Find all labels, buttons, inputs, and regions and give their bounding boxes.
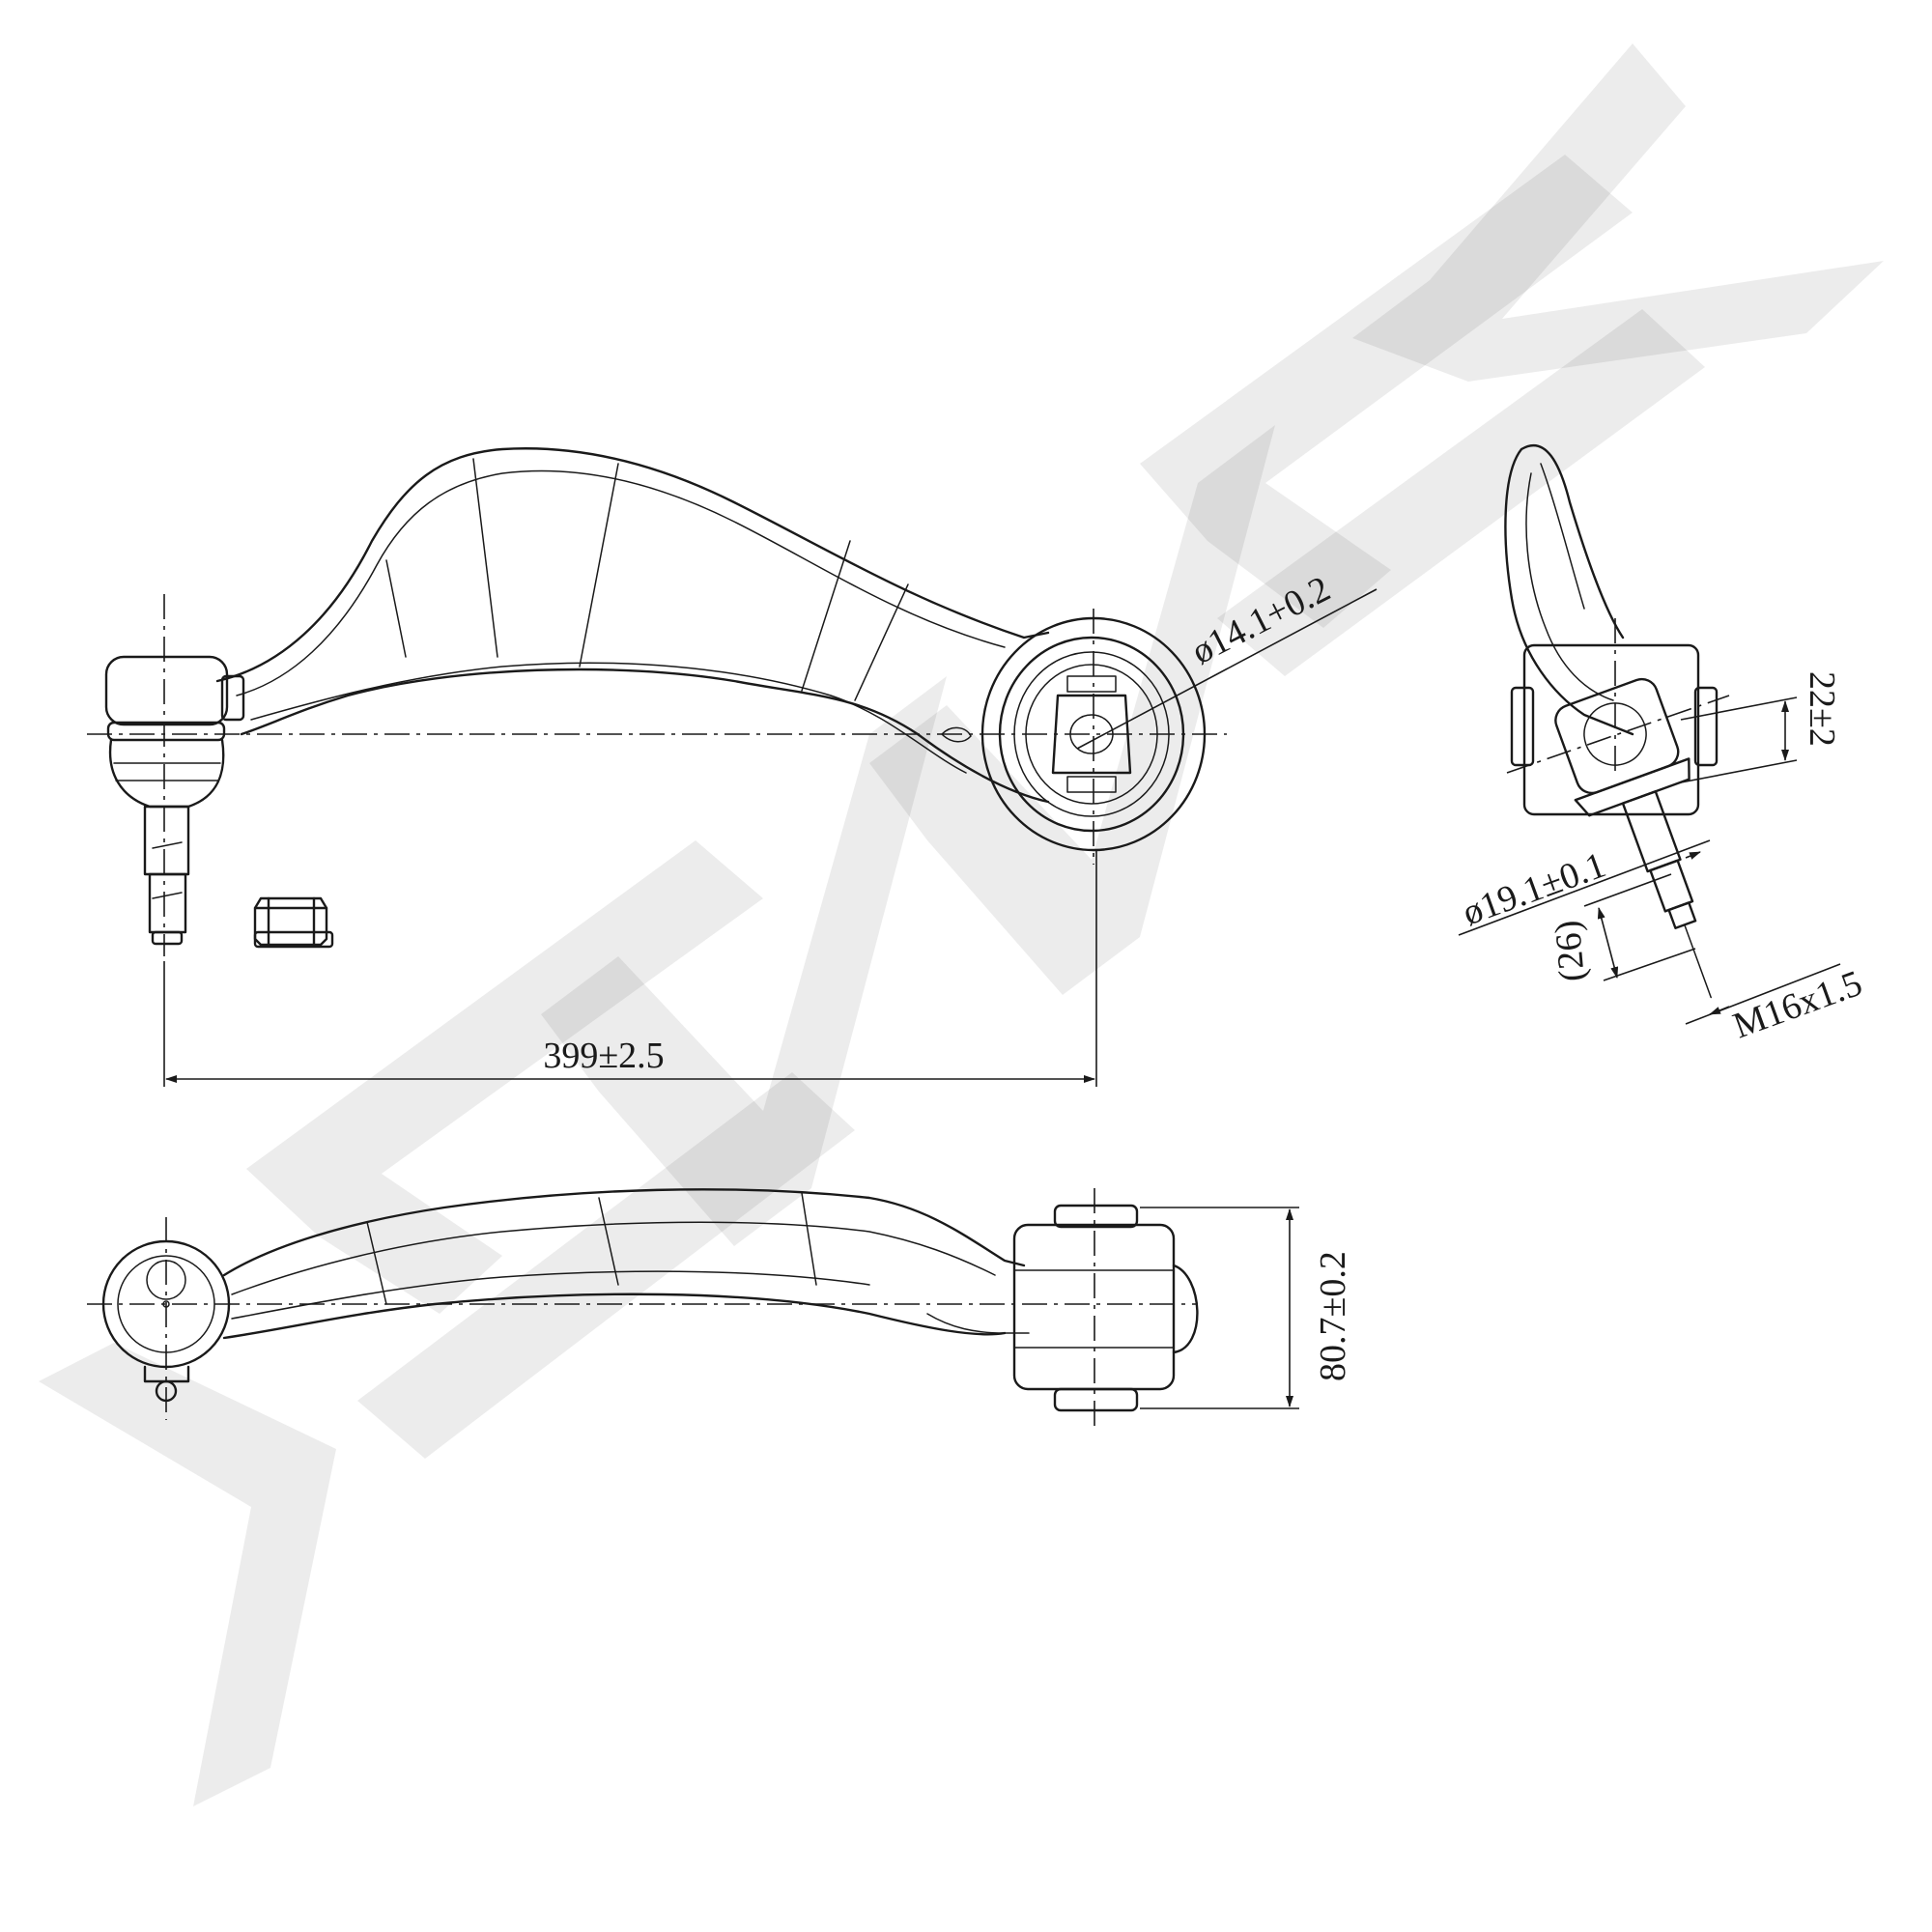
arm-top-outline (215, 447, 1050, 804)
top-view (87, 447, 1227, 956)
end-view-dimensions: 22±2 ø19.1±0.1 (26) M16x1.5 (1458, 671, 1867, 1046)
dim-thread-spec: M16x1.5 (1728, 963, 1867, 1047)
ball-joint-end (1554, 677, 1712, 999)
arm-end-outline (1504, 443, 1634, 736)
side-view (87, 1188, 1199, 1430)
dim-bushing-width: 80.7±0.2 (1313, 1251, 1353, 1381)
ball-joint-top (104, 655, 245, 946)
dim-overall-length: 399±2.5 (543, 1036, 664, 1076)
end-view (1504, 443, 1730, 999)
bushing-side (1012, 1204, 1199, 1412)
nut (253, 896, 334, 949)
width-dimension: 80.7±0.2 (1140, 1207, 1353, 1409)
brand-watermark (39, 43, 1884, 1806)
dim-thread-length: (26) (1548, 919, 1593, 983)
dim-taper-diameter: ø19.1±0.1 (1458, 844, 1611, 933)
dim-ball-stud-height: 22±2 (1802, 671, 1842, 747)
length-dimension: 399±2.5 (163, 850, 1097, 1087)
arm-side-outline (222, 1188, 1026, 1340)
